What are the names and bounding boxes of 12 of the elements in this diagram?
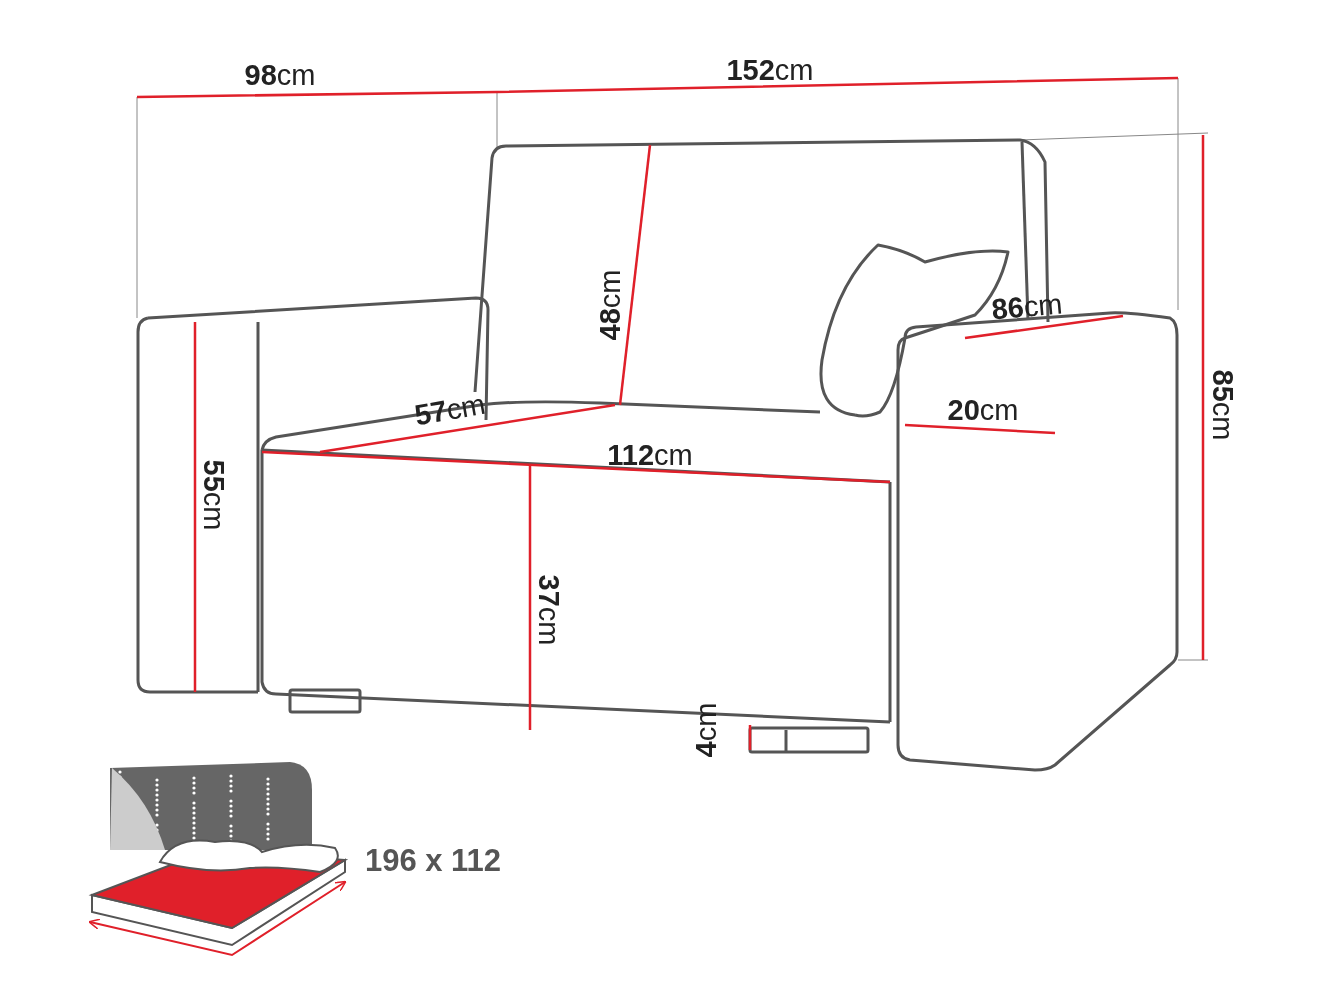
dimension-label: 57cm bbox=[412, 389, 488, 431]
dimension-label: 85cm bbox=[1207, 369, 1237, 441]
dimension-label: 98cm bbox=[244, 60, 316, 90]
dimension-label: 37cm bbox=[533, 574, 563, 646]
dimension-label: 4cm bbox=[691, 702, 721, 758]
dimension-label: 55cm bbox=[198, 459, 228, 531]
dimension-label: 152cm bbox=[726, 55, 814, 85]
dimension-label: 20cm bbox=[947, 395, 1019, 425]
dimension-label: 196 x 112 bbox=[364, 844, 502, 876]
dimension-label: 112cm bbox=[607, 440, 693, 470]
dimension-label: 48cm bbox=[595, 269, 625, 341]
dimension-label: 86cm bbox=[990, 289, 1064, 325]
